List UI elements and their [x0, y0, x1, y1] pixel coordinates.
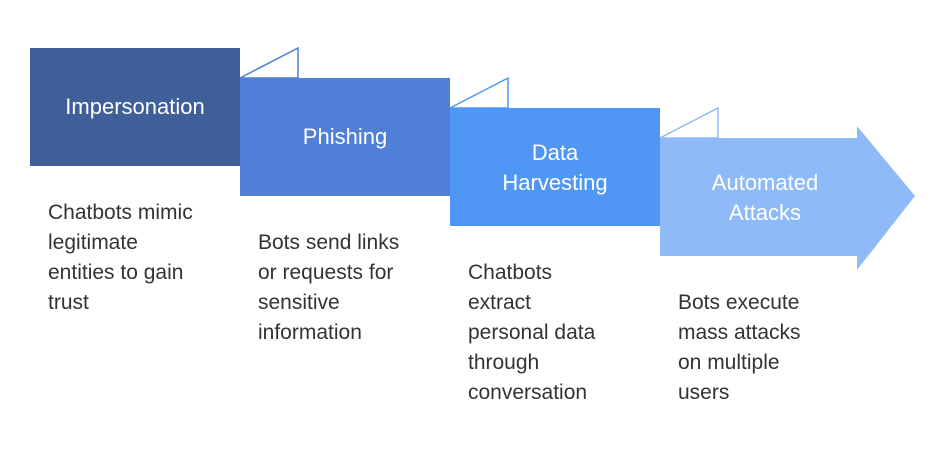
step-2-title: Phishing — [302, 124, 388, 149]
step-4-arrow — [660, 126, 915, 270]
step-1-fold — [239, 46, 299, 79]
step-1-block — [30, 48, 240, 166]
step-2-description: Bots send links or requests for sensitiv… — [258, 231, 400, 344]
step-3-fold — [659, 106, 719, 139]
step-4-title: Automated Attacks — [711, 170, 819, 225]
step-2-fold — [449, 76, 509, 109]
step-2-block — [240, 78, 450, 196]
step-4-description: Bots execute mass attacks on multiple us… — [678, 291, 801, 404]
step-3-description: Chatbots extract personal data through c… — [468, 261, 596, 404]
step-3-block — [450, 108, 660, 226]
step-1-title: Impersonation — [65, 94, 205, 119]
step-3-title: Data Harvesting — [502, 140, 608, 195]
step-1-description: Chatbots mimic legitimate entities to ga… — [48, 201, 193, 314]
